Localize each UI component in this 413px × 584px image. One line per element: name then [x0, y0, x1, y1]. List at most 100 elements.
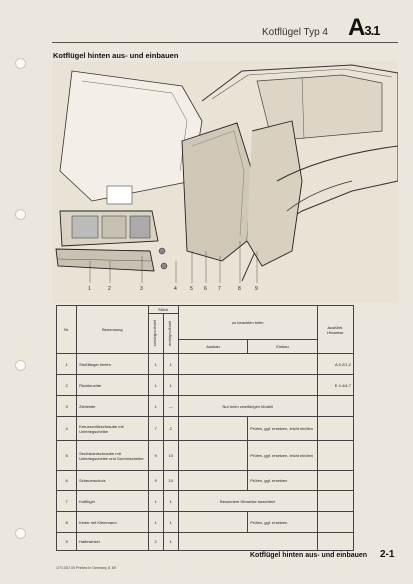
row-remark: Prüfen, ggf. ersetzen, leicht einölen [247, 416, 318, 441]
row-nr: 4 [55, 416, 78, 441]
row-qty-2door: 1 [147, 395, 164, 417]
col-ausbau: Ausbau [177, 339, 249, 354]
table-row: 9 Haltewinkel 2 1 [55, 532, 355, 551]
row-qty-4door: 10 [162, 440, 179, 471]
row-nr: 7 [55, 490, 78, 512]
row-ref [316, 532, 355, 551]
table-row: 6 Scheuerschutz 9 10 Prüfen, ggf. ersetz… [55, 470, 355, 491]
row-remark: Prüfen, ggf. ersetzen [247, 470, 318, 491]
binder-hole [15, 209, 26, 220]
row-remark: Prüfen, ggf. ersetzen, leicht einölen [247, 440, 318, 471]
col-einbau: Einbau [247, 339, 318, 354]
callout-2: 2 [108, 286, 111, 292]
row-qty-4door: 10 [162, 470, 179, 491]
print-info: 1/71.007.00 Printed in Germany 8. 69 [56, 566, 116, 570]
header-rule [52, 42, 398, 43]
row-qty-2door: 7 [147, 416, 164, 441]
col-benennung: Benennung [76, 305, 149, 354]
binder-hole [15, 360, 26, 371]
row-qty-2door: 1 [147, 511, 164, 533]
row-name: Stoßfänger hinten [76, 353, 149, 375]
col-qty-4door-label: viertürigen Modell [167, 320, 172, 347]
row-qty-2door: 9 [147, 440, 164, 471]
callout-8: 8 [238, 286, 241, 292]
page-section-code: A3.1 [348, 14, 380, 42]
callout-9: 9 [255, 286, 258, 292]
col-nr: Nr. [55, 305, 78, 354]
footer-title: Kotflügel hinten aus- und einbauen [250, 552, 368, 559]
row-ref [316, 440, 355, 471]
col-qty-2door: zweitürigen Modell [147, 313, 164, 354]
row-qty-4door: — [162, 395, 179, 417]
table-row: 8 Keder mit Klemmarm 1 1 Prüfen, ggf. er… [55, 511, 355, 533]
row-ref [316, 511, 355, 533]
row-qty-4door: 1 [162, 532, 179, 551]
row-qty-4door: 1 [162, 511, 179, 533]
row-ref [316, 395, 355, 417]
row-nr: 6 [55, 470, 78, 491]
table-row: 3 Zierleiste 1 — Nur beim zweitürigen Mo… [55, 395, 355, 417]
row-remark [177, 374, 318, 396]
row-ref [316, 490, 355, 512]
table-row: 4 Kreuzschlitzschraube mit Unterlegschei… [55, 416, 355, 441]
parts-table: Nr. Benennung Stück zu beachten beim Aus… [55, 305, 355, 551]
row-name: Scheuerschutz [76, 470, 149, 491]
row-nr: 9 [55, 532, 78, 551]
callout-4: 4 [174, 286, 177, 292]
row-ref [316, 470, 355, 491]
row-remark-empty [177, 416, 249, 441]
col-ausfuehrl: Ausführl. Hinweise [316, 305, 355, 354]
table-row: 7 Kotflügel 1 1 Besondere Hinweise beach… [55, 490, 355, 512]
section-code-letter: A [348, 14, 365, 41]
row-qty-4door: 1 [162, 353, 179, 375]
callout-6: 6 [204, 286, 207, 292]
row-qty-4door: 1 [162, 374, 179, 396]
col-qty-4door: viertürigen Modell [162, 313, 179, 354]
section-title: Kotflügel hinten aus- und einbauen [53, 51, 179, 60]
row-ref [316, 416, 355, 441]
row-remark [177, 532, 318, 551]
callout-3: 3 [140, 286, 143, 292]
row-name: Sechskantschraube mit Unterlegscheibe un… [76, 440, 149, 471]
row-nr: 3 [55, 395, 78, 417]
row-remark-empty [177, 470, 249, 491]
row-qty-2door: 1 [147, 353, 164, 375]
row-qty-4door: 2 [162, 416, 179, 441]
row-name: Haltewinkel [76, 532, 149, 551]
row-qty-2door: 2 [147, 532, 164, 551]
page-header-title: Kotflügel Typ 4 [262, 27, 328, 38]
binder-hole [15, 528, 26, 539]
callout-5: 5 [190, 286, 193, 292]
row-name: Rückleuchte [76, 374, 149, 396]
col-zu-beachten: zu beachten beim [177, 305, 318, 340]
row-remark [177, 353, 318, 375]
row-ref: A 5.2/1-2 [316, 353, 355, 375]
exploded-view-illustration [52, 61, 398, 303]
binder-hole [15, 58, 26, 69]
row-ref: E 4.4/4-7 [316, 374, 355, 396]
row-name: Kreuzschlitzschraube mit Unterlegscheibe [76, 416, 149, 441]
row-name: Kotflügel [76, 490, 149, 512]
col-qty-2door-label: zweitürigen Modell [152, 320, 157, 347]
row-qty-2door: 1 [147, 490, 164, 512]
row-name: Keder mit Klemmarm [76, 511, 149, 533]
row-nr: 2 [55, 374, 78, 396]
col-stueck: Stück [147, 305, 179, 314]
section-code-number: 3.1 [364, 23, 380, 38]
row-remark-empty [177, 511, 249, 533]
row-nr: 1 [55, 353, 78, 375]
row-name: Zierleiste [76, 395, 149, 417]
table-row: 5 Sechskantschraube mit Unterlegscheibe … [55, 440, 355, 471]
table-row: 2 Rückleuchte 1 1 E 4.4/4-7 [55, 374, 355, 396]
row-qty-4door: 1 [162, 490, 179, 512]
row-qty-2door: 1 [147, 374, 164, 396]
page-number: 2-1 [380, 549, 395, 560]
table-row: 1 Stoßfänger hinten 1 1 A 5.2/1-2 [55, 353, 355, 375]
row-remark: Prüfen, ggf. ersetzen [247, 511, 318, 533]
row-remark: Besondere Hinweise beachten! [177, 490, 318, 512]
row-qty-2door: 9 [147, 470, 164, 491]
callout-1: 1 [88, 286, 91, 292]
row-remark: Nur beim zweitürigen Modell [177, 395, 318, 417]
callout-7: 7 [218, 286, 221, 292]
car-rear-drawing [52, 61, 398, 303]
